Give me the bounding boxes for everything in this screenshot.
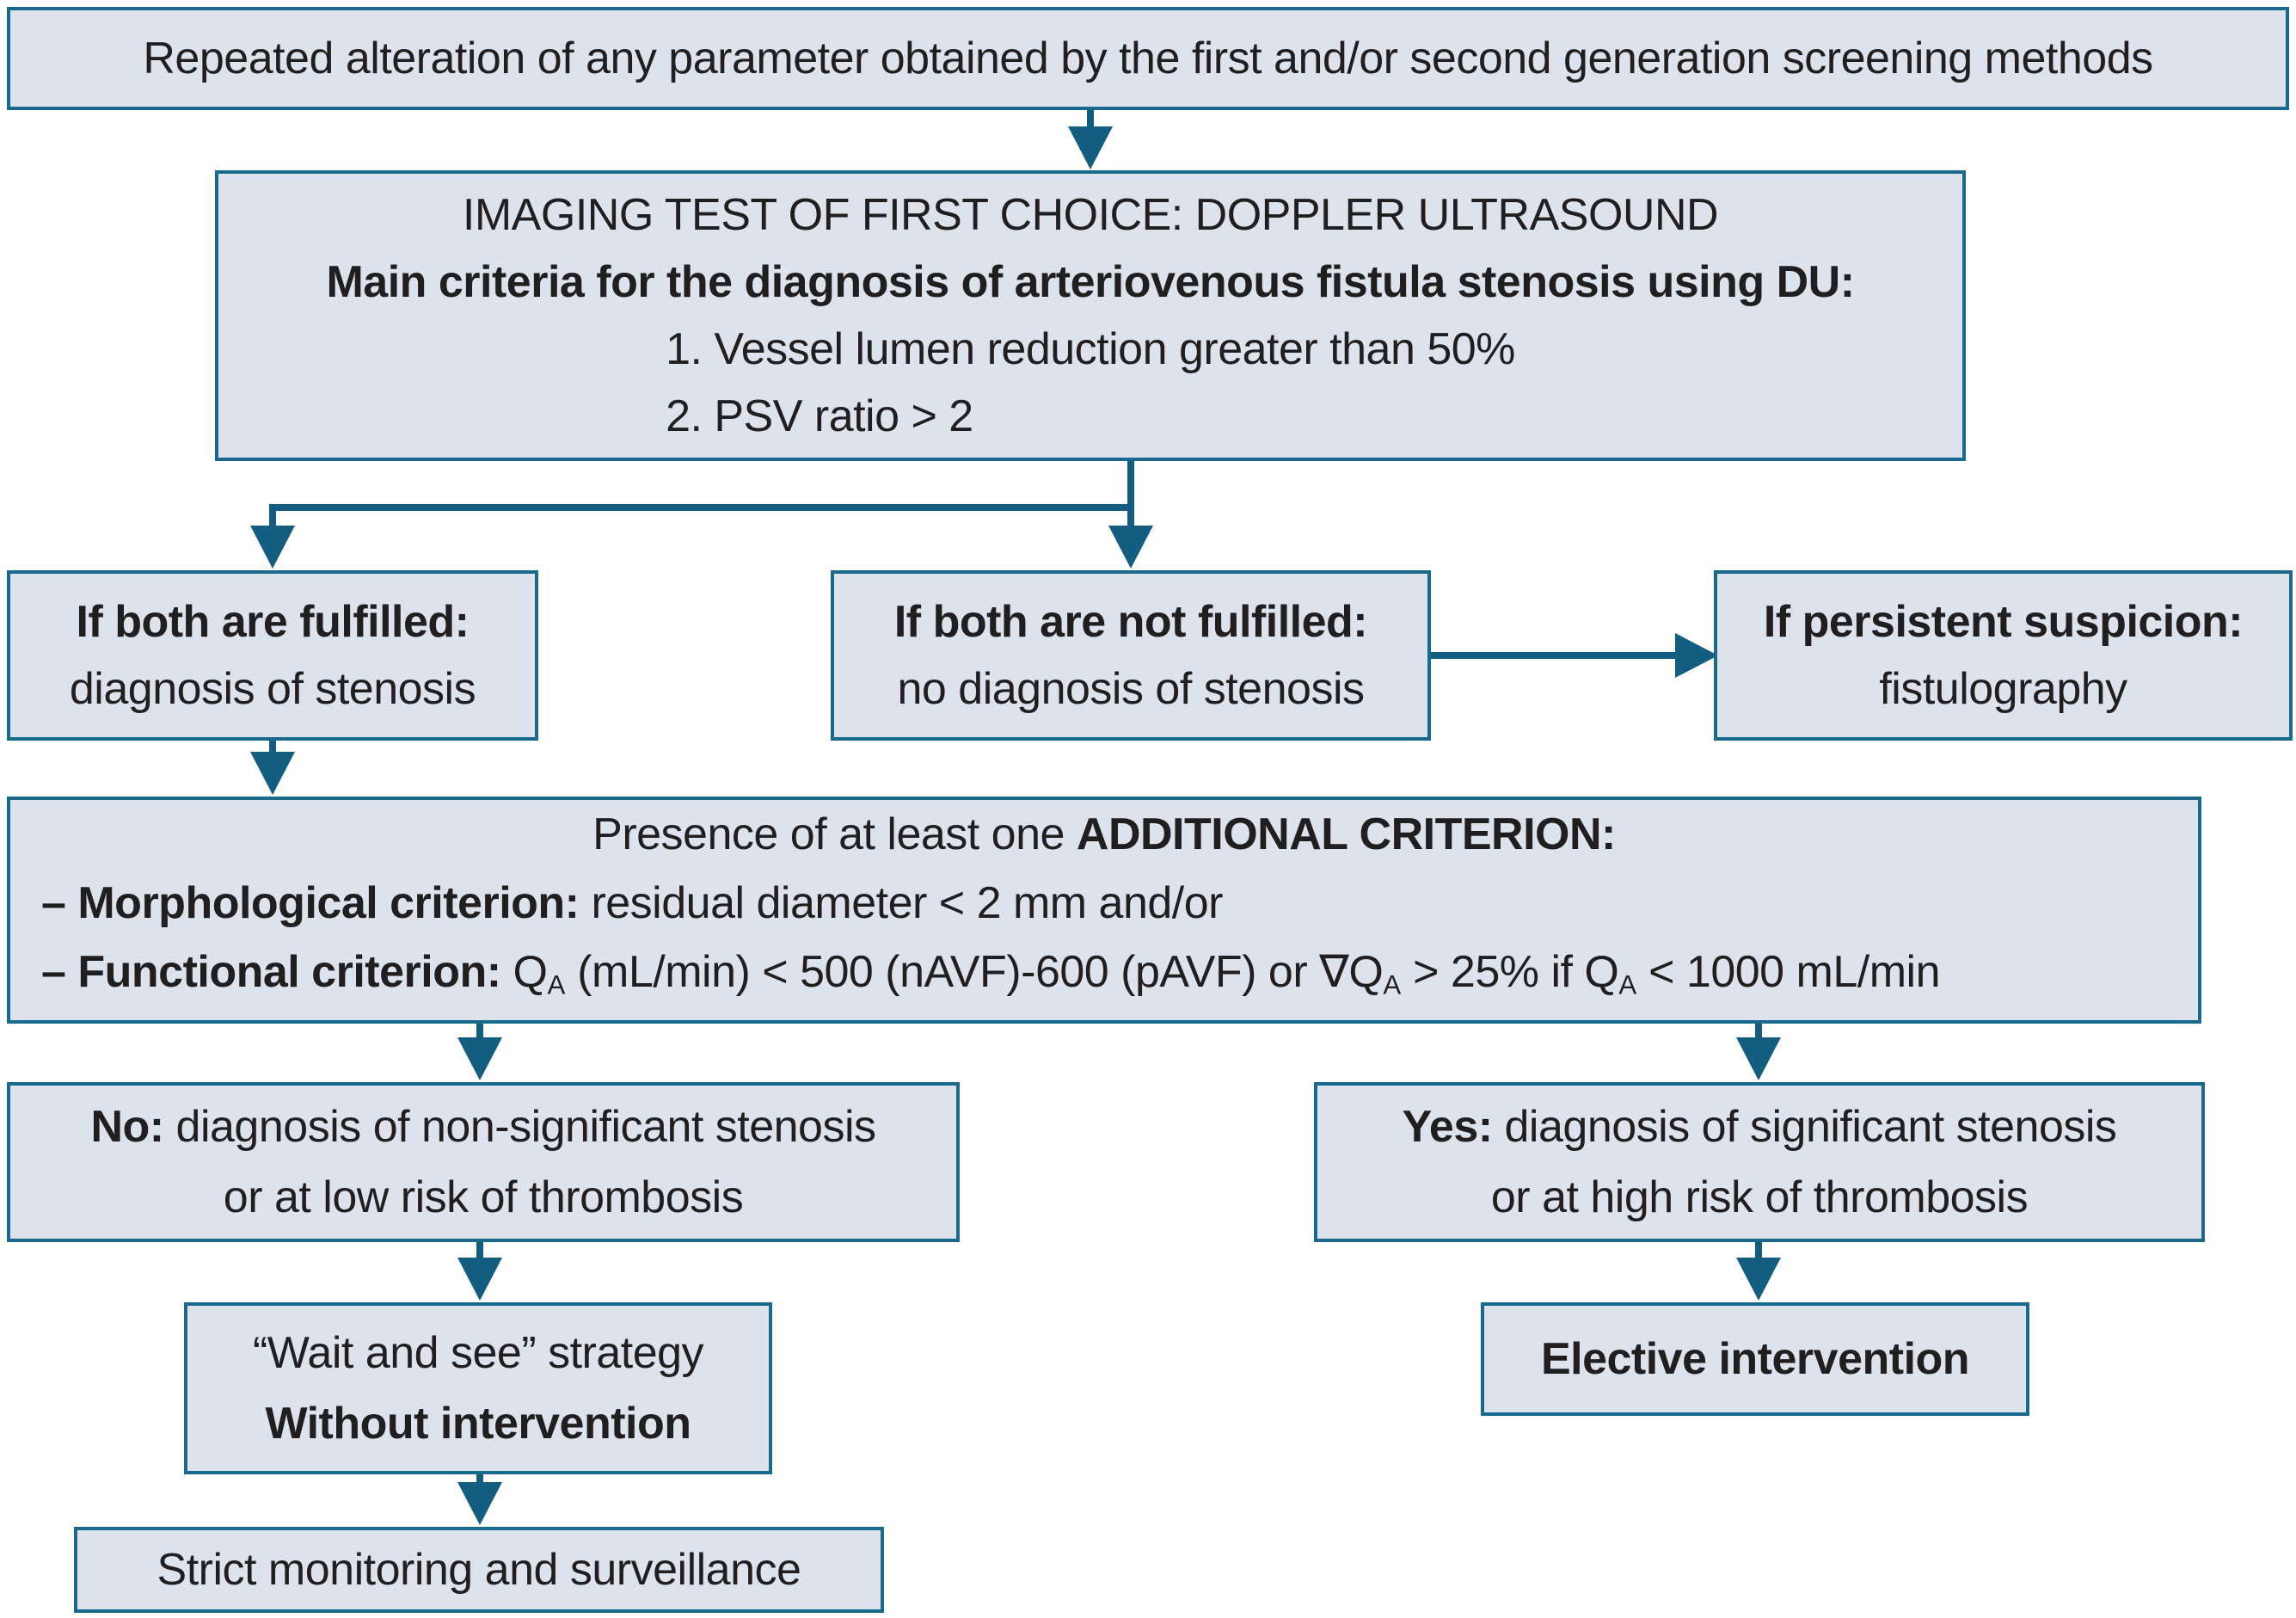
imaging-criterion-1: 1. Vessel lumen reduction greater than 5… xyxy=(666,324,1515,374)
functional-subscript-a: A xyxy=(1383,969,1402,1000)
imaging-subheading: Main criteria for the diagnosis of arter… xyxy=(326,257,1855,307)
no-line2: or at low risk of thrombosis xyxy=(223,1172,744,1222)
no-label: No: xyxy=(90,1102,164,1152)
node-start-text: Repeated alteration of any parameter obt… xyxy=(143,34,2153,83)
additional-functional: – Functional criterion: QA (mL/min) < 50… xyxy=(41,938,2167,1020)
additional-morphological: – Morphological criterion: residual diam… xyxy=(41,869,2167,938)
node-imaging-test: IMAGING TEST OF FIRST CHOICE: DOPPLER UL… xyxy=(215,170,1966,461)
functional-label: – Functional criterion: xyxy=(41,947,501,998)
wait-line2: Without intervention xyxy=(265,1399,691,1449)
notfulfilled-condition: If both are not fulfilled: xyxy=(893,597,1368,647)
arrow-head-icon xyxy=(1108,526,1153,569)
branch-line xyxy=(269,461,1134,528)
functional-subscript-a: A xyxy=(547,969,566,1000)
functional-subscript-a: A xyxy=(1618,969,1637,1000)
yes-line1: Yes: diagnosis of significant stenosis xyxy=(1317,1092,2201,1162)
yes-line2: or at high risk of thrombosis xyxy=(1490,1172,2029,1222)
node-additional-criterion: Presence of at least one ADDITIONAL CRIT… xyxy=(7,797,2201,1024)
arrow-additional-to-no xyxy=(457,1024,502,1080)
arrow-start-to-imaging xyxy=(1068,110,1113,169)
arrow-no-to-wait xyxy=(457,1242,502,1301)
additional-heading: Presence of at least one ADDITIONAL CRIT… xyxy=(41,800,2167,869)
arrow-head-icon xyxy=(250,752,295,795)
wait-line1: “Wait and see” strategy xyxy=(252,1328,704,1378)
node-no-branch: No: diagnosis of non-significant stenosi… xyxy=(7,1082,960,1242)
additional-heading-normal: Presence of at least one xyxy=(592,809,1077,860)
no-line1: No: diagnosis of non-significant stenosi… xyxy=(10,1092,956,1162)
elective-text: Elective intervention xyxy=(1540,1334,1970,1384)
functional-seg1: Q xyxy=(500,947,548,998)
arrow-head-icon xyxy=(457,1258,502,1301)
arrow-head-icon xyxy=(457,1482,502,1525)
node-persistent-suspicion: If persistent suspicion: fistulography xyxy=(1714,570,2293,741)
arrow-head-icon xyxy=(457,1037,502,1080)
arrow-head-icon xyxy=(1736,1258,1781,1301)
functional-seg4: < 1000 mL/min xyxy=(1636,947,1941,998)
node-wait-and-see: “Wait and see” strategy Without interven… xyxy=(184,1302,772,1474)
node-start: Repeated alteration of any parameter obt… xyxy=(7,7,2289,110)
imaging-heading: IMAGING TEST OF FIRST CHOICE: DOPPLER UL… xyxy=(462,190,1719,240)
imaging-criteria-list: 1. Vessel lumen reduction greater than 5… xyxy=(666,316,1515,450)
node-strict-monitoring: Strict monitoring and surveillance xyxy=(74,1527,884,1613)
imaging-criteria: 1. Vessel lumen reduction greater than 5… xyxy=(218,316,1962,450)
arrow-notfulfilled-to-suspicion xyxy=(1431,633,1718,678)
imaging-criterion-2: 2. PSV ratio > 2 xyxy=(666,391,973,441)
notfulfilled-result: no diagnosis of stenosis xyxy=(897,664,1365,714)
fulfilled-condition: If both are fulfilled: xyxy=(76,597,470,647)
node-both-not-fulfilled: If both are not fulfilled: no diagnosis … xyxy=(831,570,1431,741)
morphological-text: residual diameter < 2 mm and/or xyxy=(579,878,1223,929)
yes-line1-text: diagnosis of significant stenosis xyxy=(1492,1102,2117,1152)
arrow-head-icon xyxy=(250,526,295,569)
strict-text: Strict monitoring and surveillance xyxy=(157,1545,801,1595)
node-elective-intervention: Elective intervention xyxy=(1481,1302,2029,1416)
arrow-head-icon xyxy=(1068,126,1113,169)
node-yes-branch: Yes: diagnosis of significant stenosis o… xyxy=(1314,1082,2205,1242)
no-line1-text: diagnosis of non-significant stenosis xyxy=(163,1102,876,1152)
arrow-additional-to-yes xyxy=(1736,1024,1781,1080)
functional-seg3: > 25% if Q xyxy=(1401,947,1619,998)
arrow-imaging-to-branches xyxy=(250,461,1153,569)
yes-label: Yes: xyxy=(1402,1102,1493,1152)
functional-seg2: (mL/min) < 500 (nAVF)-600 (pAVF) or ∇Q xyxy=(565,947,1384,998)
fulfilled-result: diagnosis of stenosis xyxy=(69,664,476,714)
arrow-head-icon xyxy=(1736,1037,1781,1080)
node-both-fulfilled: If both are fulfilled: diagnosis of sten… xyxy=(7,570,538,741)
suspicion-result: fistulography xyxy=(1879,664,2127,714)
arrow-yes-to-elective xyxy=(1736,1242,1781,1301)
morphological-label: – Morphological criterion: xyxy=(41,878,580,929)
additional-heading-bold: ADDITIONAL CRITERION: xyxy=(1076,809,1616,860)
arrow-head-icon xyxy=(1675,633,1718,678)
arrow-wait-to-strict xyxy=(457,1474,502,1525)
suspicion-condition: If persistent suspicion: xyxy=(1763,597,2244,647)
arrow-fulfilled-to-additional xyxy=(250,741,295,795)
